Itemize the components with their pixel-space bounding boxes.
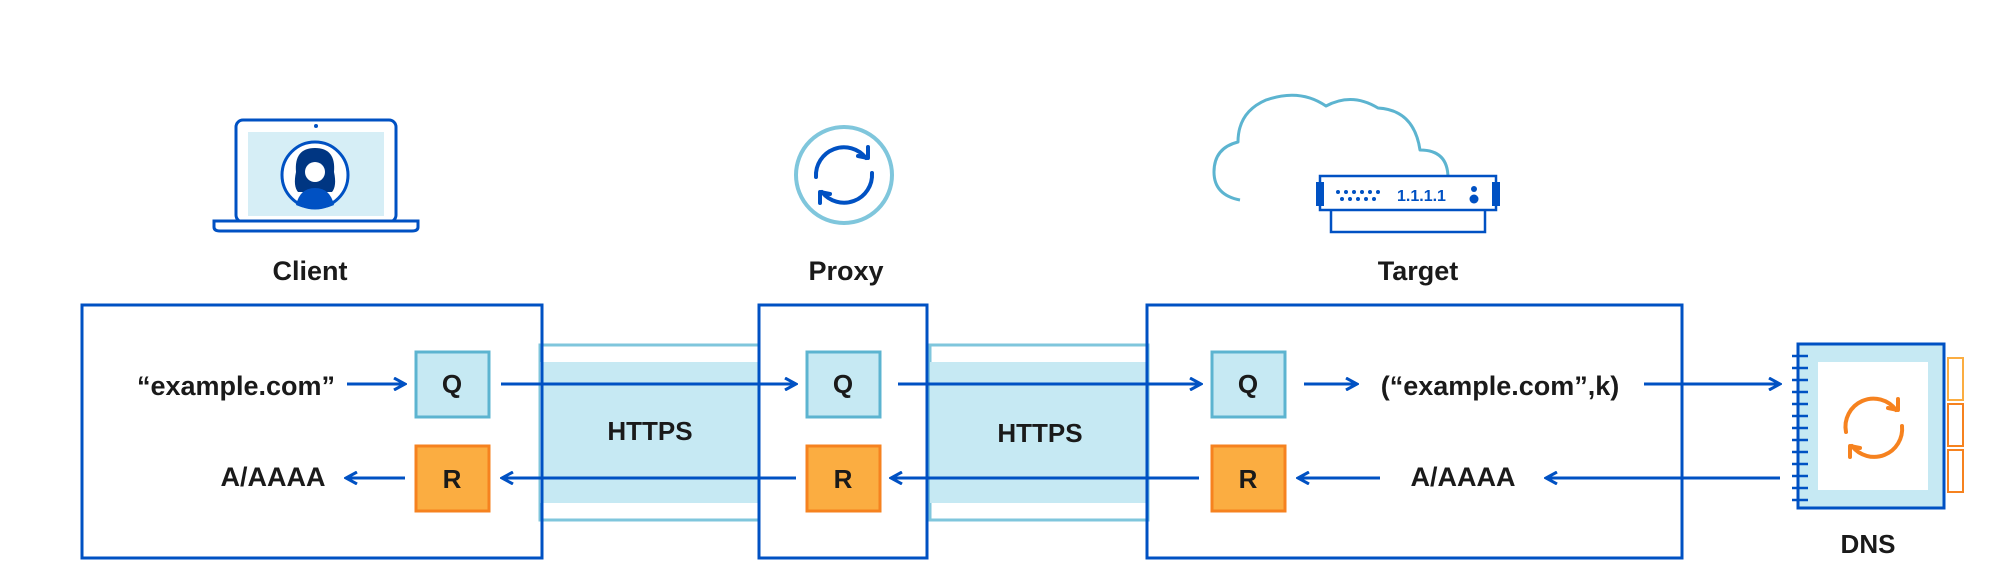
proxy-label: Proxy	[808, 256, 883, 286]
svg-text:R: R	[834, 464, 853, 494]
target-label: Target	[1378, 256, 1459, 286]
target-response-text: A/AAAA	[1411, 462, 1516, 492]
target-response-box: R	[1210, 444, 1287, 513]
svg-text:Q: Q	[833, 369, 853, 399]
proxy-response-box: R	[805, 444, 882, 513]
proxy-box	[757, 303, 929, 560]
client-query-text: “example.com”	[137, 371, 335, 401]
svg-text:Q: Q	[1238, 369, 1258, 399]
proxy-query-box: Q	[805, 350, 882, 419]
client-label: Client	[272, 256, 347, 286]
svg-text:R: R	[443, 464, 462, 494]
laptop-user-icon	[212, 118, 420, 233]
server-ip-label: 1.1.1.1	[1397, 188, 1446, 205]
client-response-box: R	[414, 444, 491, 513]
client-response-text: A/AAAA	[221, 462, 326, 492]
dns-server-icon	[1792, 342, 1964, 510]
client-query-box: Q	[414, 350, 491, 419]
sync-circle-icon	[794, 125, 894, 225]
target-box	[1145, 303, 1684, 560]
target-query-box: Q	[1210, 350, 1287, 419]
svg-text:R: R	[1239, 464, 1258, 494]
cloud-server-icon: 1.1.1.1	[1212, 93, 1500, 234]
https-label-left: HTTPS	[607, 416, 692, 446]
svg-text:Q: Q	[442, 369, 462, 399]
client-box	[80, 303, 544, 560]
target-query-text: (“example.com”,k)	[1381, 371, 1620, 401]
dns-label: DNS	[1841, 529, 1896, 559]
https-label-right: HTTPS	[997, 418, 1082, 448]
